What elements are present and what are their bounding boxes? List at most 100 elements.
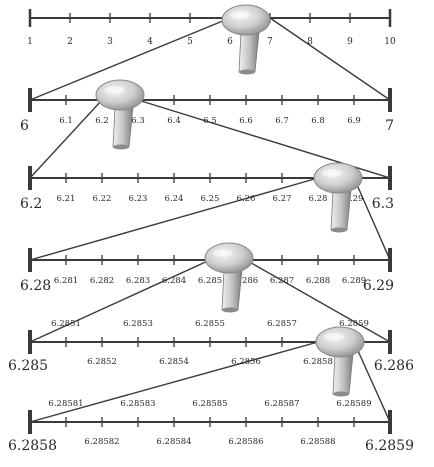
tick-label: 6.281 <box>54 276 78 286</box>
end-endpoint-label: 6.29 <box>363 278 394 294</box>
magnifier-glass-4 <box>204 242 254 313</box>
connector-line-left <box>29 99 103 179</box>
tick-label: 6.28587 <box>264 399 299 409</box>
magnifier-handle-end <box>333 391 349 397</box>
magnifier-handle-end <box>331 227 347 233</box>
tick-label: 10 <box>384 37 396 47</box>
connector-line-right <box>269 17 391 101</box>
magnifier-handle <box>238 31 260 73</box>
tick-label: 6.282 <box>90 276 114 286</box>
number-line-row-6: 6.2858 6.2859 6.28581 6.28582 6.28583 6.28584… <box>8 399 414 454</box>
zoom-connector-lines <box>29 17 391 423</box>
tick-label: 6.5 <box>203 116 217 126</box>
tick-label: 6.2854 <box>159 357 189 367</box>
tick-label: 6.2857 <box>267 319 297 329</box>
tick-label: 6.289 <box>342 276 366 286</box>
lens-highlight <box>324 333 344 341</box>
tick-label: 6.28588 <box>300 437 335 447</box>
tick-label: 6.28 <box>309 194 328 204</box>
magnifier-handle-end <box>222 307 238 313</box>
tick-label: 6.2853 <box>123 319 153 329</box>
tick-label: 9 <box>347 37 353 47</box>
start-endpoint-label: 6.2 <box>20 196 42 212</box>
tick-label: 6.285 <box>198 276 222 286</box>
tick-label: 6.3 <box>131 116 145 126</box>
magnifier-glass-1 <box>221 4 271 75</box>
magnifier-lens <box>315 326 365 358</box>
magnifier-handle <box>112 106 134 148</box>
magnifier-lens <box>204 242 254 274</box>
magnifier-glasses <box>95 4 365 397</box>
lens-highlight <box>322 169 342 177</box>
tick-label: 6.25 <box>201 194 220 204</box>
tick-label: 1 <box>27 37 33 47</box>
magnifier-lens <box>95 79 145 111</box>
end-endpoint-label: 6.286 <box>374 358 414 374</box>
tick-label: 6.2851 <box>51 319 81 329</box>
tick-label: 6.26 <box>237 194 256 204</box>
tick-label: 6.2859 <box>339 319 369 329</box>
tick-label: 6.28582 <box>84 437 119 447</box>
tick-label: 8 <box>307 37 313 47</box>
tick-label: 6.6 <box>239 116 253 126</box>
tick-label: 6.2858 <box>303 357 333 367</box>
lens-highlight <box>230 11 250 19</box>
magnifier-handle <box>332 353 354 395</box>
end-endpoint-label: 6.2859 <box>365 438 414 454</box>
tick-label: 6.21 <box>57 194 76 204</box>
start-endpoint-label: 6.2858 <box>8 438 57 454</box>
tick-label: 6 <box>227 37 233 47</box>
end-endpoint-label: 6.3 <box>372 196 394 212</box>
magnifier-glass-3 <box>313 162 363 233</box>
tick-label: 6.29 <box>345 194 364 204</box>
lens-highlight <box>104 86 124 94</box>
tick-label: 6.2856 <box>231 357 261 367</box>
tick-label: 6.24 <box>165 194 184 204</box>
tick-label: 4 <box>147 37 153 47</box>
tick-label: 6.28584 <box>156 437 191 447</box>
magnifier-glass-5 <box>315 326 365 397</box>
magnifier-lens <box>313 162 363 194</box>
connector-line-left <box>29 259 211 343</box>
tick-label: 6.7 <box>275 116 289 126</box>
tick-label: 6.8 <box>311 116 325 126</box>
tick-label: 6.9 <box>347 116 361 126</box>
connector-line-left <box>29 341 319 423</box>
tick-label: 6.286 <box>234 276 258 286</box>
tick-label: 7 <box>267 37 273 47</box>
tick-label: 6.1 <box>59 116 73 126</box>
tick-label: 6.28583 <box>120 399 155 409</box>
end-endpoint-label: 7 <box>385 118 394 134</box>
connector-line-right <box>353 177 391 261</box>
tick-label: 3 <box>107 37 113 47</box>
tick-label: 6.28585 <box>192 399 227 409</box>
magnifier-glass-2 <box>95 79 145 150</box>
tick-label: 6.4 <box>167 116 181 126</box>
tick-label: 5 <box>187 37 193 47</box>
magnifier-handle-end <box>239 69 255 75</box>
tick-label: 6.28589 <box>336 399 371 409</box>
tick-label: 6.23 <box>129 194 148 204</box>
tick-label: 6.28581 <box>48 399 83 409</box>
start-endpoint-label: 6.28 <box>20 278 51 294</box>
lens-highlight <box>213 249 233 257</box>
magnifier-handle-end <box>113 144 129 150</box>
tick-label: 2 <box>67 37 73 47</box>
tick-label: 6.2855 <box>195 319 225 329</box>
tick-label: 6.28586 <box>228 437 263 447</box>
connector-line-left <box>29 17 231 101</box>
tick-label: 6.2 <box>95 116 109 126</box>
tick-label: 6.27 <box>273 194 292 204</box>
connector-line-right <box>353 341 391 423</box>
connector-line-right <box>245 259 391 343</box>
tick-label: 6.287 <box>270 276 294 286</box>
magnifier-lens <box>221 4 271 36</box>
tick-label: 6.288 <box>306 276 330 286</box>
tick-label: 6.22 <box>93 194 112 204</box>
start-endpoint-label: 6 <box>20 118 29 134</box>
tick-label: 6.283 <box>126 276 150 286</box>
magnifier-handle <box>330 189 352 231</box>
